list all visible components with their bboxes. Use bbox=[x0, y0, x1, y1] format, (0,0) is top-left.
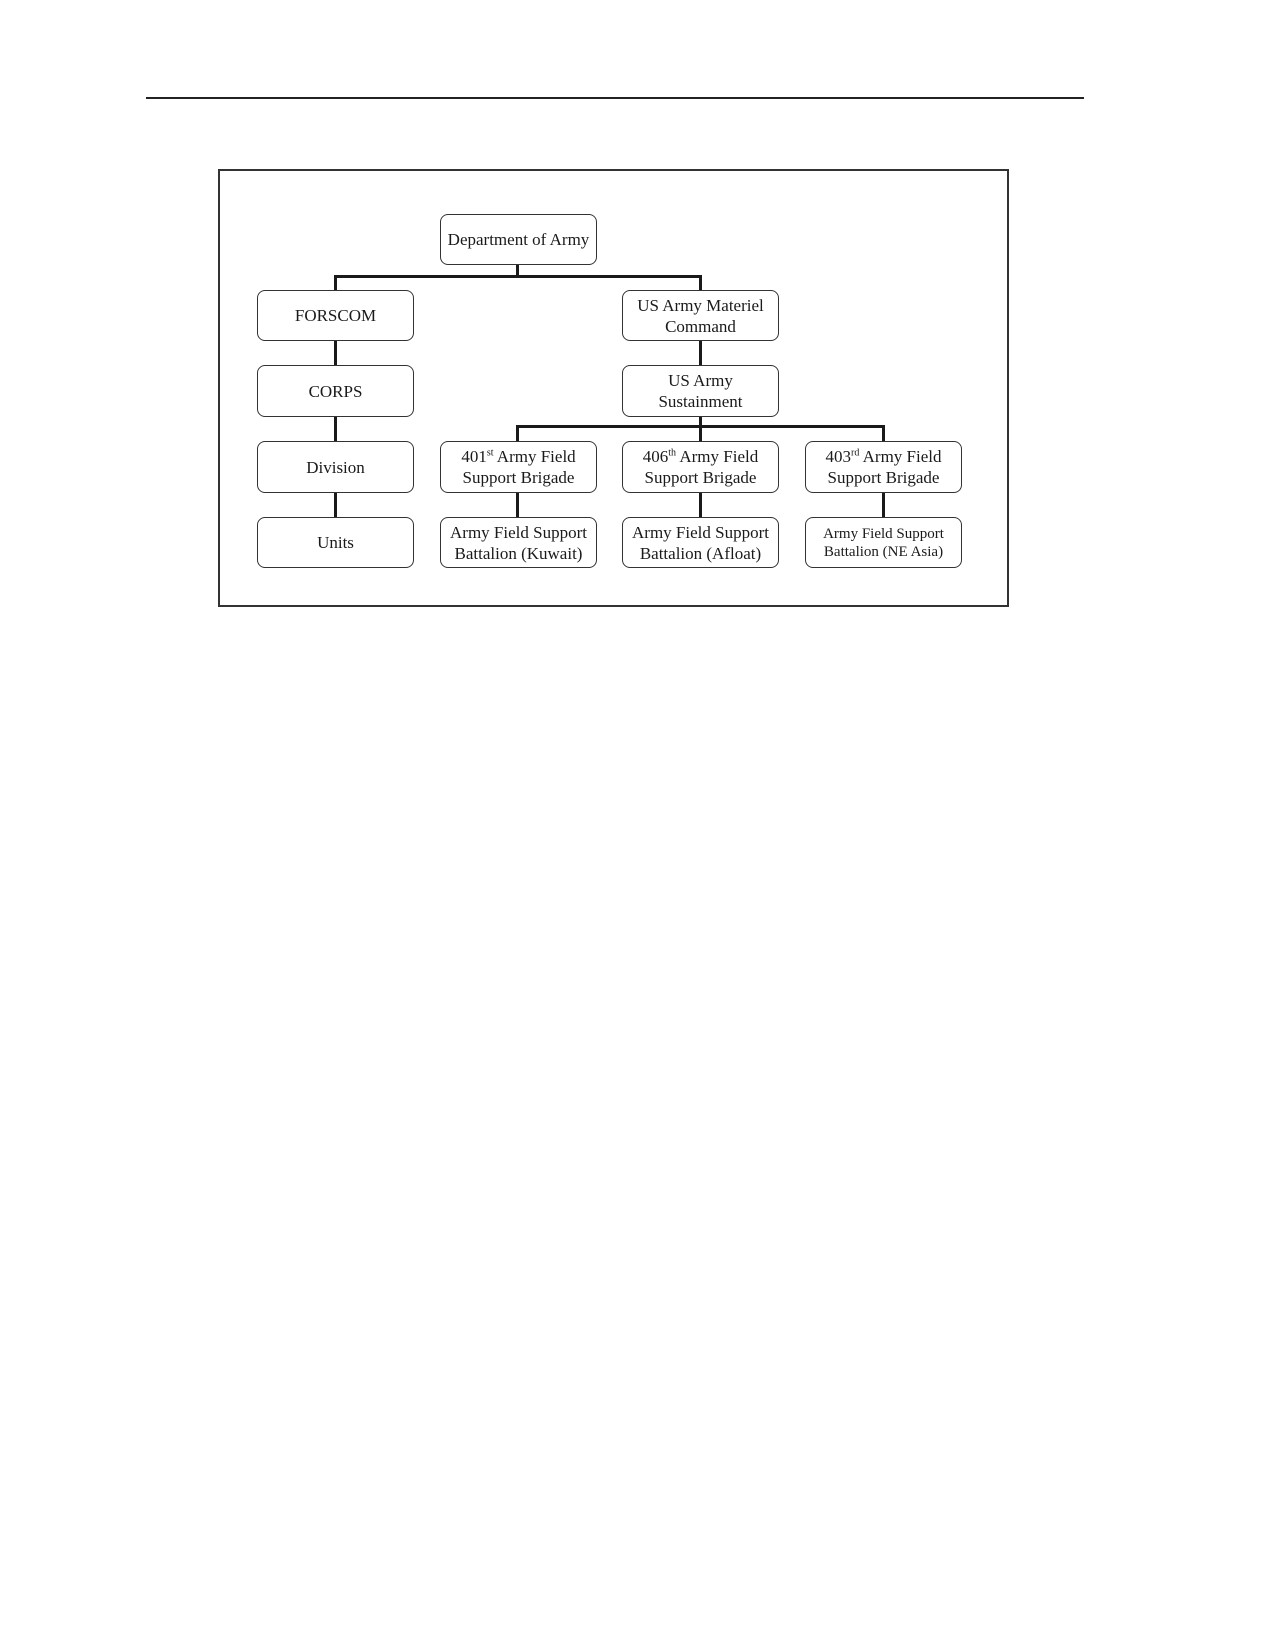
connector-line bbox=[334, 416, 337, 441]
node-afsbn-afloat: Army Field Support Battalion (Afloat) bbox=[622, 517, 779, 568]
node-department-of-army: Department of Army bbox=[440, 214, 597, 265]
node-us-army-sustainment: US Army Sustainment bbox=[622, 365, 779, 417]
connector-line bbox=[516, 492, 519, 517]
node-afsbn-ne-asia: Army Field Support Battalion (NE Asia) bbox=[805, 517, 962, 568]
node-label-line2: Support Brigade bbox=[644, 468, 757, 487]
connector-line bbox=[699, 425, 702, 441]
node-division: Division bbox=[257, 441, 414, 493]
connector-line bbox=[516, 425, 519, 441]
label-rest: Army Field bbox=[493, 447, 576, 466]
node-401st-afsb: 401st Army Field Support Brigade bbox=[440, 441, 597, 493]
ordinal-suffix: th bbox=[668, 447, 677, 459]
node-corps: CORPS bbox=[257, 365, 414, 417]
node-label-line2: Sustainment bbox=[658, 392, 743, 411]
node-label-line1: 403rd Army Field bbox=[825, 446, 941, 467]
unit-number: 406 bbox=[642, 447, 669, 466]
unit-number: 403 bbox=[825, 447, 851, 466]
connector-line bbox=[334, 275, 702, 278]
ordinal-suffix: rd bbox=[850, 447, 860, 459]
node-label-line1: 406th Army Field bbox=[643, 446, 758, 467]
node-label-line2: Battalion (NE Asia) bbox=[823, 543, 944, 560]
node-label-line1: Army Field Support bbox=[823, 525, 944, 542]
node-403rd-afsb: 403rd Army Field Support Brigade bbox=[805, 441, 962, 493]
node-label: CORPS bbox=[308, 381, 363, 401]
node-label: FORSCOM bbox=[294, 306, 377, 325]
unit-number: 401 bbox=[461, 447, 487, 466]
connector-line bbox=[882, 425, 885, 441]
header-rule bbox=[146, 97, 1084, 99]
node-label: Division bbox=[306, 457, 365, 477]
connector-line bbox=[334, 275, 337, 291]
connector-line bbox=[882, 492, 885, 517]
node-forscom: FORSCOM bbox=[257, 290, 414, 341]
node-label-line2: Support Brigade bbox=[462, 468, 575, 487]
label-rest: Army Field bbox=[676, 447, 759, 466]
node-afsbn-kuwait: Army Field Support Battalion (Kuwait) bbox=[440, 517, 597, 568]
node-label-line2: Command bbox=[665, 316, 736, 336]
label-rest: Army Field bbox=[859, 447, 942, 466]
node-label: Department of Army bbox=[447, 230, 590, 249]
connector-line bbox=[699, 416, 702, 428]
connector-line bbox=[699, 340, 702, 365]
connector-line bbox=[334, 340, 337, 365]
node-label-line1: US Army Materiel bbox=[637, 295, 764, 315]
node-label-line1: US Army bbox=[668, 371, 733, 390]
connector-line bbox=[699, 275, 702, 291]
connector-line bbox=[699, 492, 702, 517]
node-406th-afsb: 406th Army Field Support Brigade bbox=[622, 441, 779, 493]
node-label-line1: Army Field Support bbox=[632, 522, 769, 542]
node-label: Units bbox=[317, 533, 354, 552]
node-label-line1: 401st Army Field bbox=[461, 446, 575, 467]
node-us-army-materiel-command: US Army Materiel Command bbox=[622, 290, 779, 341]
connector-line bbox=[334, 492, 337, 517]
connector-line bbox=[516, 264, 519, 277]
node-label-line1: Army Field Support bbox=[450, 522, 587, 542]
diagram-frame bbox=[218, 169, 1009, 607]
node-label-line2: Support Brigade bbox=[827, 468, 940, 487]
node-units: Units bbox=[257, 517, 414, 568]
node-label-line2: Battalion (Afloat) bbox=[639, 543, 762, 563]
node-label-line2: Battalion (Kuwait) bbox=[454, 543, 583, 563]
ordinal-suffix: st bbox=[486, 447, 494, 459]
